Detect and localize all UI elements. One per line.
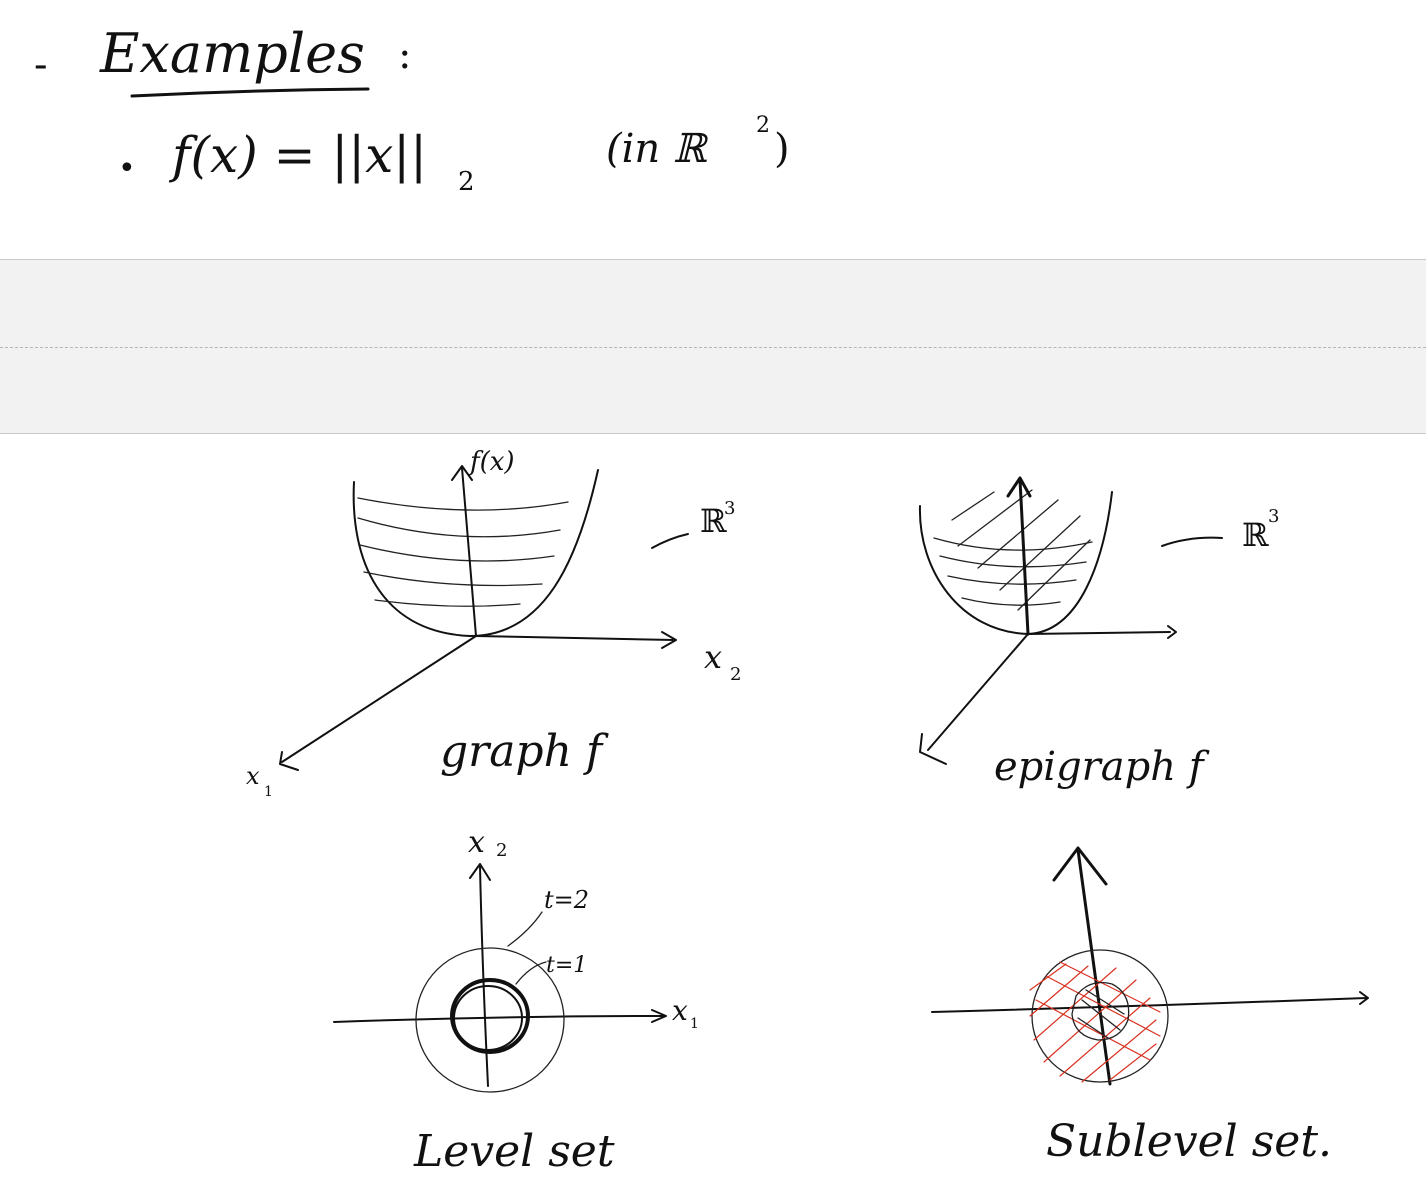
axis-label-x1-sub: 1 bbox=[264, 784, 273, 800]
space-pointer bbox=[651, 533, 689, 549]
depth-axis bbox=[919, 633, 1029, 765]
axis-label-x2: x bbox=[468, 825, 485, 860]
level-curve-t1-stroke bbox=[453, 985, 523, 1051]
sublevel-outer-curve bbox=[1031, 949, 1169, 1083]
space-label: ℝ bbox=[1242, 516, 1269, 554]
caption-sublevel-set: Sublevel set. bbox=[1046, 1116, 1332, 1167]
level-line bbox=[947, 575, 1077, 585]
level-set-sketch: x 2 x 1 t=2 t=1 Level set bbox=[333, 825, 699, 1177]
axis-label-fx: f(x) bbox=[468, 447, 515, 477]
bullet: • bbox=[118, 151, 136, 186]
axis-label-x1: x bbox=[672, 994, 688, 1027]
level-line bbox=[933, 537, 1093, 551]
level-line bbox=[359, 544, 555, 562]
axis-label-x2-sub: 2 bbox=[730, 664, 741, 685]
label-t1: t=1 bbox=[546, 953, 587, 978]
depth-axis bbox=[279, 635, 477, 771]
axis-label-x2-sub: 2 bbox=[496, 840, 507, 861]
sublevel-inner-hatching bbox=[1077, 989, 1125, 1039]
heading-title: Examples bbox=[99, 22, 365, 85]
graph-sketch: f(x) x 2 x 1 ℝ 3 graph f bbox=[246, 447, 741, 800]
space-label: ℝ bbox=[700, 502, 727, 540]
level-line bbox=[939, 555, 1087, 568]
heading-dash: - bbox=[34, 42, 48, 88]
vertical-axis bbox=[451, 465, 477, 637]
pointer-t2 bbox=[507, 911, 543, 947]
axis-label-x1: x bbox=[246, 762, 260, 790]
page-divider-dashed bbox=[0, 347, 1426, 348]
sublevel-shading bbox=[1035, 961, 1161, 1061]
epigraph-sketch: ℝ 3 epigraph f bbox=[918, 476, 1279, 790]
level-line bbox=[357, 517, 561, 538]
horizontal-axis bbox=[1027, 625, 1177, 639]
vertical-axis bbox=[1006, 476, 1032, 636]
level-curve-t1 bbox=[450, 978, 530, 1054]
space-label-sup: 3 bbox=[724, 498, 735, 519]
domain-note: (in ℝ bbox=[606, 126, 709, 172]
page-break-band bbox=[0, 259, 1426, 434]
formula-subscript: 2 bbox=[458, 167, 475, 197]
space-pointer bbox=[1161, 536, 1223, 547]
heading: - Examples : bbox=[34, 22, 411, 98]
vertical-axis bbox=[469, 863, 491, 1087]
axis-label-x1-sub: 1 bbox=[690, 1016, 699, 1032]
caption-epigraph: epigraph f bbox=[994, 744, 1210, 790]
formula: f(x) = ||x|| bbox=[168, 126, 427, 184]
domain-note-sup: 2 bbox=[756, 113, 770, 138]
label-t2: t=2 bbox=[544, 886, 589, 914]
example-line: • f(x) = ||x|| 2 (in ℝ 2 ) bbox=[118, 113, 790, 197]
caption-level-set: Level set bbox=[413, 1126, 615, 1177]
axis-label-x2: x bbox=[704, 638, 722, 676]
domain-note-close: ) bbox=[774, 126, 790, 172]
horizontal-axis bbox=[931, 991, 1369, 1013]
paraboloid-outline bbox=[352, 469, 599, 637]
horizontal-axis bbox=[333, 1009, 667, 1023]
sublevel-set-sketch: Sublevel set. bbox=[931, 846, 1369, 1167]
level-line bbox=[357, 497, 569, 511]
heading-colon: : bbox=[398, 32, 411, 78]
heading-underline bbox=[130, 87, 370, 98]
space-label-sup: 3 bbox=[1268, 506, 1279, 527]
horizontal-axis bbox=[475, 631, 677, 649]
sublevel-inner-curve bbox=[1071, 981, 1130, 1041]
pointer-t1 bbox=[515, 961, 547, 985]
level-line bbox=[363, 571, 543, 587]
epigraph-hatching bbox=[951, 489, 1091, 611]
vertical-axis bbox=[1052, 846, 1112, 1086]
level-line bbox=[961, 597, 1061, 606]
level-line bbox=[374, 599, 521, 607]
level-curve-t2 bbox=[415, 947, 565, 1093]
caption-graph: graph f bbox=[440, 726, 609, 777]
sublevel-shading bbox=[1029, 963, 1157, 1083]
